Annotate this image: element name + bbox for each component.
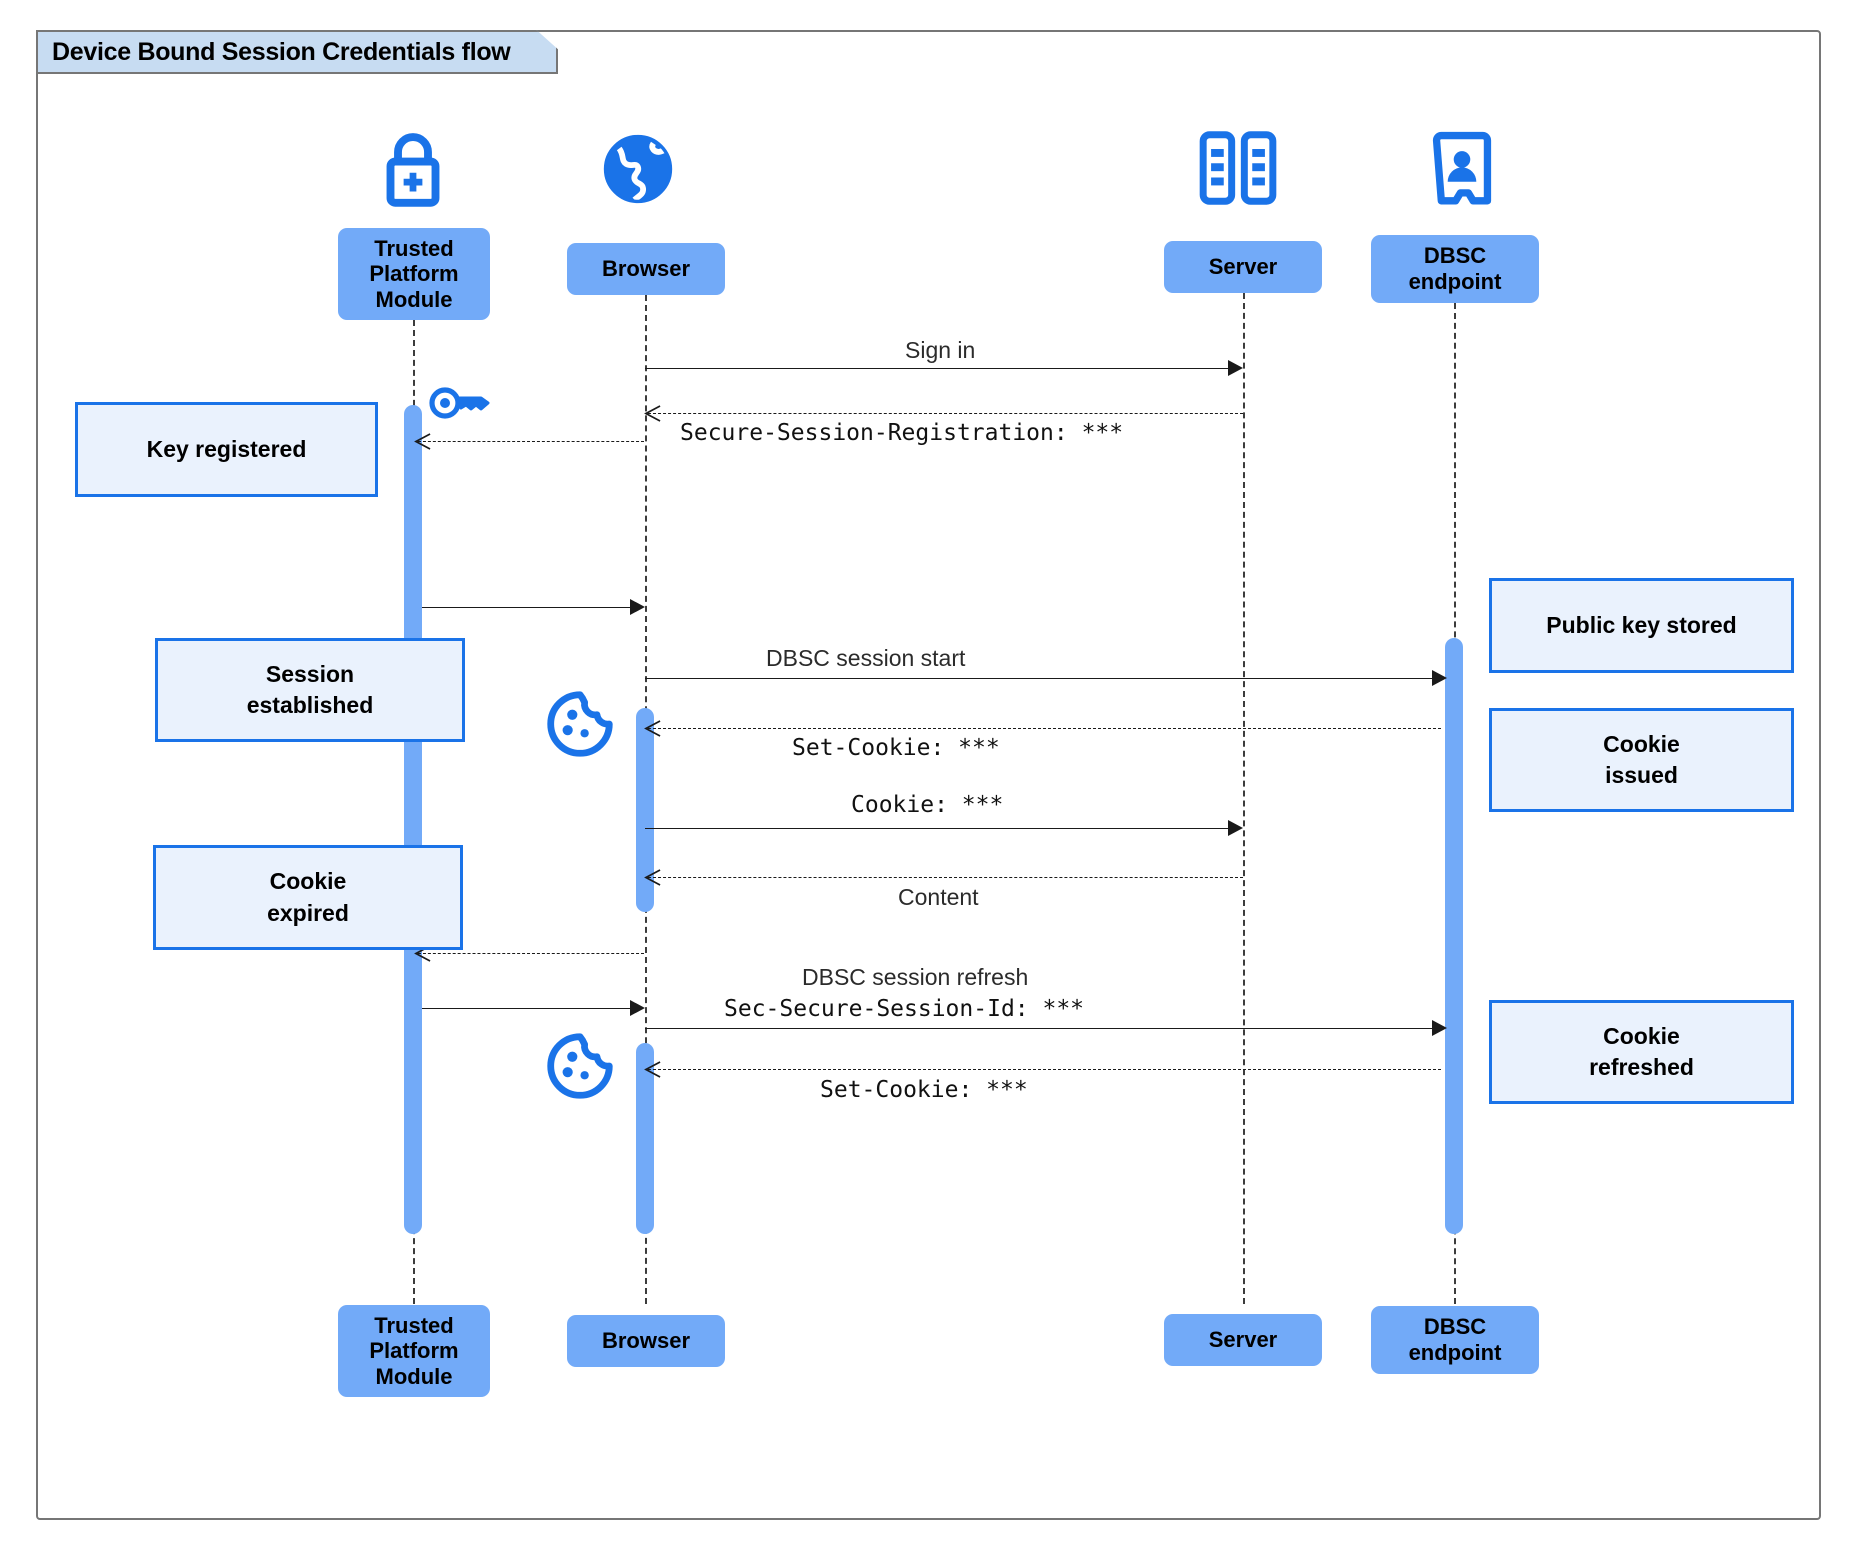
key-icon [427, 379, 491, 432]
message-line-cookie [645, 828, 1230, 829]
message-line-content [648, 877, 1243, 878]
diagram-title: Device Bound Session Credentials flow [36, 30, 558, 74]
arrowhead-right-dbsc-refresh [1432, 1020, 1447, 1036]
message-line-set-cookie-1 [648, 728, 1441, 729]
message-line-sec-secure-session-id [645, 1028, 1441, 1029]
message-line-browser-to-tpm-2 [418, 953, 644, 954]
message-label-cookie: Cookie: *** [851, 792, 1004, 818]
arrowhead-right-dbsc-start [1432, 670, 1447, 686]
message-label-secure-session-registration: Secure-Session-Registration: *** [680, 420, 1124, 446]
message-line-secure-session-registration [648, 413, 1243, 414]
note-cookie-expired: Cookie expired [153, 845, 463, 950]
participant-browser-header[interactable]: Browser [567, 243, 725, 295]
arrowhead-right-browser-1 [630, 599, 645, 615]
message-label-set-cookie-2: Set-Cookie: *** [820, 1077, 1028, 1103]
message-line-tpm-to-browser-1 [422, 607, 632, 608]
server-rack-icon [1196, 130, 1280, 211]
message-label-dbsc-session-refresh: DBSC session refresh [802, 964, 1029, 990]
participant-dbsc-header[interactable]: DBSC endpoint [1371, 235, 1539, 303]
message-label-dbsc-session-start: DBSC session start [766, 645, 966, 671]
participant-browser-footer[interactable]: Browser [567, 1315, 725, 1367]
note-cookie-issued: Cookie issued [1489, 708, 1794, 812]
arrowhead-open-left-setcookie-1 [644, 720, 661, 737]
note-key-registered: Key registered [75, 402, 378, 497]
arrowhead-right-browser-2 [630, 1000, 645, 1016]
globe-icon [597, 128, 679, 215]
lifeline-server [1243, 293, 1245, 1304]
cookie-icon [543, 1029, 617, 1108]
note-cookie-refreshed: Cookie refreshed [1489, 1000, 1794, 1104]
activation-tpm [404, 405, 422, 1234]
arrowhead-open-left-tpm-1 [414, 433, 431, 450]
activation-dbsc [1445, 638, 1463, 1234]
cookie-icon [543, 687, 617, 766]
message-label-content: Content [898, 884, 979, 910]
activation-browser-2 [636, 1043, 654, 1234]
message-line-browser-to-tpm-1 [418, 441, 644, 442]
participant-dbsc-footer[interactable]: DBSC endpoint [1371, 1306, 1539, 1374]
arrowhead-open-left-content [644, 869, 661, 886]
message-line-dbsc-session-start [645, 678, 1441, 679]
arrowhead-right [1228, 360, 1243, 376]
participant-server-footer[interactable]: Server [1164, 1314, 1322, 1366]
participant-tpm-footer[interactable]: Trusted Platform Module [338, 1305, 490, 1397]
activation-browser-1 [636, 708, 654, 912]
message-label-set-cookie-1: Set-Cookie: *** [792, 735, 1000, 761]
arrowhead-right-cookie [1228, 820, 1243, 836]
message-line-sign-in [645, 368, 1230, 369]
message-line-tpm-to-browser-2 [422, 1008, 632, 1009]
note-public-key-stored: Public key stored [1489, 578, 1794, 673]
participant-server-header[interactable]: Server [1164, 241, 1322, 293]
message-label-sign-in: Sign in [905, 337, 976, 363]
message-line-set-cookie-2 [648, 1069, 1441, 1070]
participant-tpm-header[interactable]: Trusted Platform Module [338, 228, 490, 320]
id-badge-icon [1427, 130, 1497, 213]
note-session-established: Session established [155, 638, 465, 742]
arrowhead-open-left-setcookie-2 [644, 1061, 661, 1078]
message-label-sec-secure-session-id: Sec-Secure-Session-Id: *** [724, 996, 1085, 1022]
padlock-plus-icon [368, 124, 458, 219]
arrowhead-open-left [644, 405, 661, 422]
